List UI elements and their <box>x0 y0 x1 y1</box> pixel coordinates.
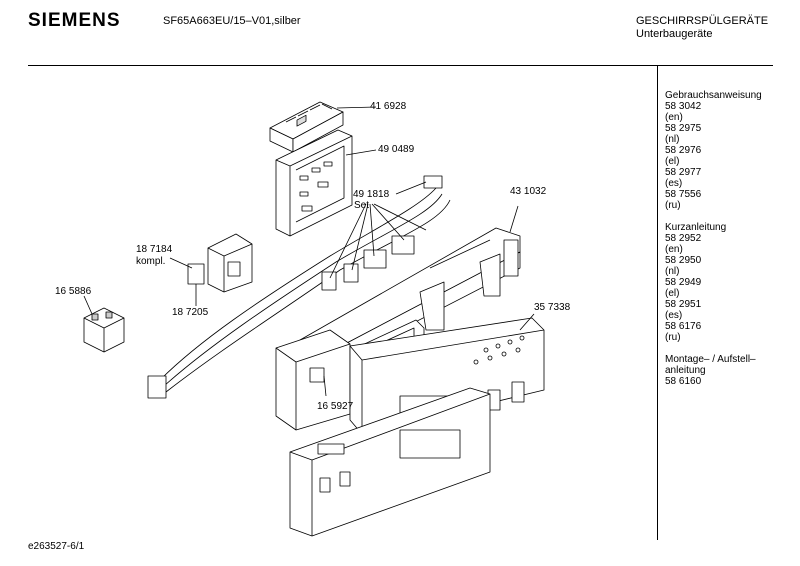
document-code: e263527-6/1 <box>28 541 85 552</box>
wire-harness <box>147 175 451 399</box>
doc-line: (ru) <box>665 200 681 211</box>
doc-line: Gebrauchsanweisung <box>665 90 762 101</box>
doc-line: (en) <box>665 112 683 123</box>
doc-line: 58 2951 <box>665 299 702 310</box>
label-187205: 18 7205 <box>172 307 209 318</box>
doc-line: 58 2952 <box>665 233 702 244</box>
subcategory-title: Unterbaugeräte <box>636 28 713 40</box>
doc-line: 58 6160 <box>665 376 702 387</box>
doc-line: 58 2950 <box>665 255 702 266</box>
doc-line: 58 6176 <box>665 321 702 332</box>
doc-line: (en) <box>665 244 683 255</box>
doc-line: 58 7556 <box>665 189 702 200</box>
doc-line: Kurzanleitung <box>665 222 727 233</box>
doc-line: (el) <box>665 288 680 299</box>
category-title: GESCHIRRSPÜLGERÄTE <box>636 15 769 27</box>
doc-line: (nl) <box>665 266 680 277</box>
model-number: SF65A663EU/15–V01,silber <box>163 15 301 27</box>
doc-line: 58 2977 <box>665 167 702 178</box>
label-431032: 43 1032 <box>510 186 547 197</box>
header-divider <box>28 65 773 66</box>
label-490489: 49 0489 <box>378 144 415 155</box>
label-491818: 49 1818 <box>353 189 390 200</box>
part-416928 <box>269 101 377 153</box>
label-165927: 16 5927 <box>317 401 354 412</box>
label-165886: 16 5886 <box>55 286 92 297</box>
label-357338: 35 7338 <box>534 302 571 313</box>
sidebar-divider <box>657 65 658 540</box>
doc-line: Montage– / Aufstell– <box>665 354 756 365</box>
documentation-list: Gebrauchsanweisung 58 3042 (en) 58 2975 … <box>665 90 762 387</box>
label-416928: 41 6928 <box>370 101 407 112</box>
part-165886 <box>83 295 125 353</box>
doc-line: anleitung <box>665 365 706 376</box>
bottom-housing <box>289 387 491 537</box>
doc-line: 58 2975 <box>665 123 702 134</box>
label-187184: 18 7184 <box>136 244 173 255</box>
doc-line: (es) <box>665 310 683 321</box>
doc-line: (nl) <box>665 134 680 145</box>
label-set: Set <box>354 200 370 211</box>
doc-line: (ru) <box>665 332 681 343</box>
doc-line: (es) <box>665 178 683 189</box>
part-490489 <box>275 129 377 237</box>
part-187184 <box>169 233 253 306</box>
label-kompl: kompl. <box>136 256 166 267</box>
siemens-logo: SIEMENS <box>28 10 121 31</box>
doc-line: 58 2976 <box>665 145 702 156</box>
doc-line: (el) <box>665 156 680 167</box>
doc-line: 58 3042 <box>665 101 702 112</box>
doc-line: 58 2949 <box>665 277 702 288</box>
